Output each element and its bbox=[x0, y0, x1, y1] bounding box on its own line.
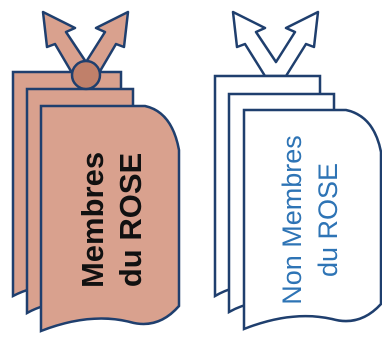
nonmembers-label-line1: Non Membres bbox=[277, 135, 307, 305]
members-label-line1: Membres bbox=[75, 152, 110, 288]
member-circle-icon bbox=[72, 61, 100, 89]
double-arrow-icon bbox=[233, 12, 318, 76]
non-members-group: Non Membres du ROSE bbox=[215, 12, 381, 329]
nonmembers-label-line2: du ROSE bbox=[313, 163, 343, 277]
members-label-line2: du ROSE bbox=[113, 153, 148, 287]
members-group: Membres du ROSE bbox=[13, 12, 179, 331]
